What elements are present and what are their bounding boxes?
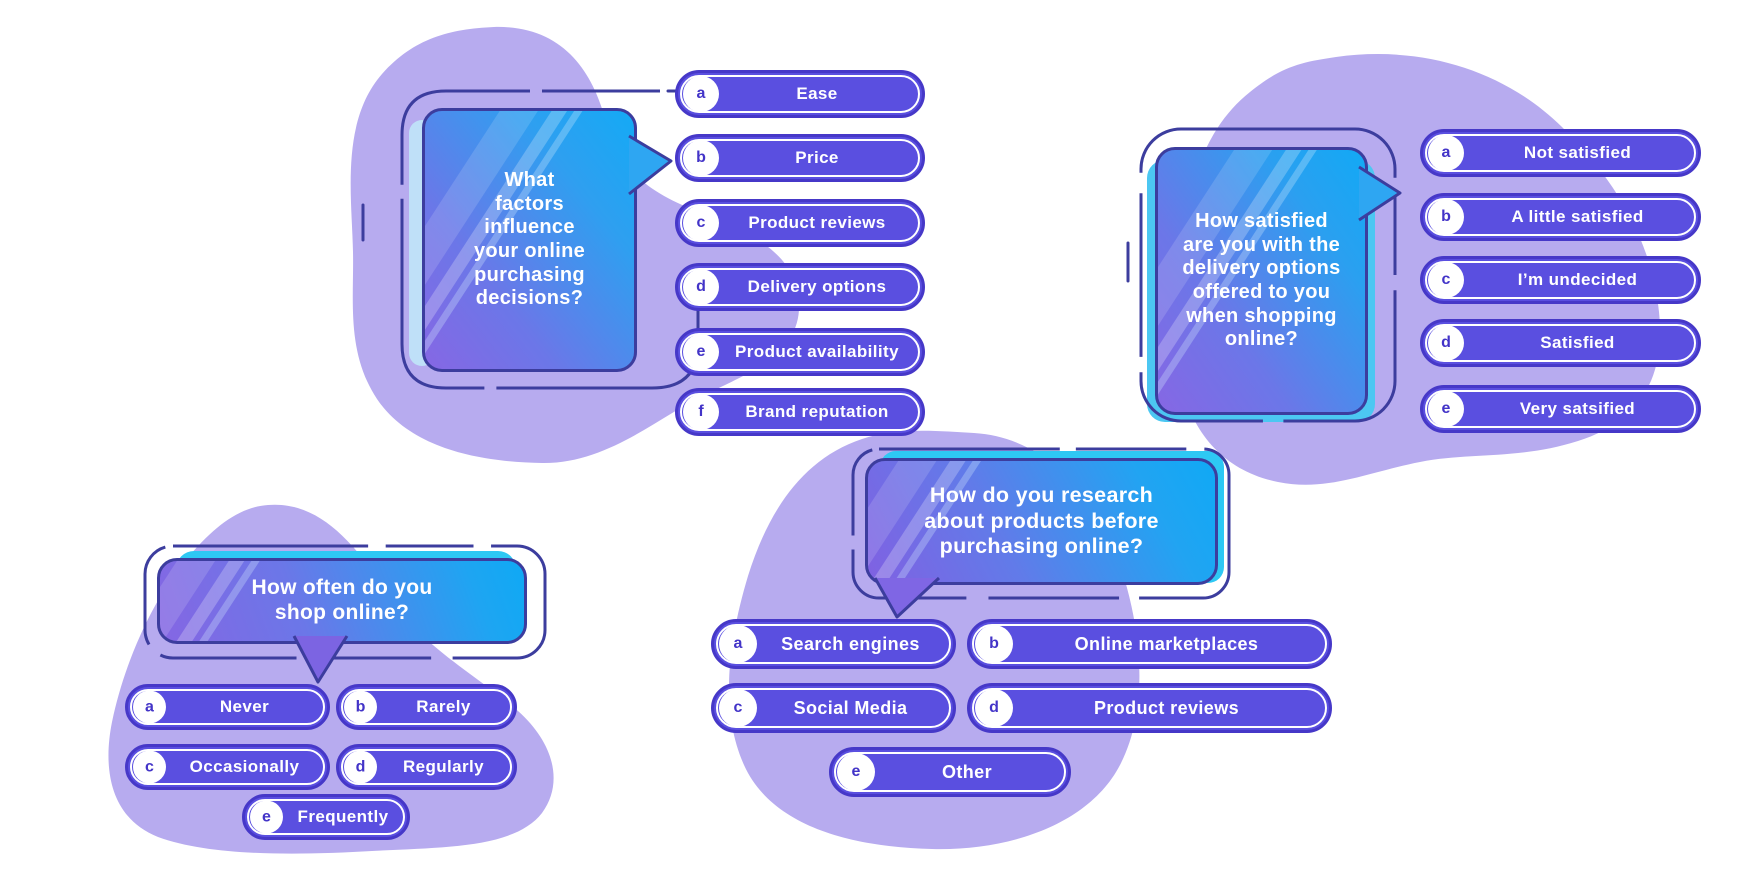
- answer-pill[interactable]: d Product reviews: [967, 683, 1332, 733]
- option-letter-badge: a: [1428, 135, 1464, 171]
- answer-pill[interactable]: b Rarely: [336, 684, 517, 730]
- option-letter-badge: b: [683, 140, 719, 176]
- option-letter-badge: c: [683, 205, 719, 241]
- question-bubble: How do you research about products befor…: [865, 458, 1218, 585]
- option-label: Very satsified: [1519, 399, 1636, 418]
- answer-pill[interactable]: d Satisfied: [1420, 319, 1701, 367]
- option-letter-badge: d: [975, 689, 1013, 727]
- answer-pill[interactable]: e Product availability: [675, 328, 925, 376]
- option-letter-badge: c: [1428, 262, 1464, 298]
- answer-pill[interactable]: d Delivery options: [675, 263, 925, 311]
- option-label: Search engines: [781, 633, 920, 654]
- option-label: Ease: [796, 84, 838, 103]
- answer-pill[interactable]: c Social Media: [711, 683, 956, 733]
- option-label: I’m undecided: [1517, 270, 1638, 289]
- option-label: Never: [219, 697, 270, 716]
- answer-pill[interactable]: a Ease: [675, 70, 925, 118]
- answer-pill[interactable]: c Product reviews: [675, 199, 925, 247]
- option-label: Product reviews: [748, 213, 886, 232]
- question-bubble: What factors influence your online purch…: [422, 108, 637, 372]
- option-label: Other: [941, 761, 992, 782]
- answer-pill[interactable]: f Brand reputation: [675, 388, 925, 436]
- answer-pill[interactable]: b Price: [675, 134, 925, 182]
- answer-pill[interactable]: a Never: [125, 684, 330, 730]
- answer-pill[interactable]: b A little satisfied: [1420, 193, 1701, 241]
- option-letter-badge: e: [837, 753, 875, 791]
- answer-pill[interactable]: e Very satsified: [1420, 385, 1701, 433]
- option-label: Online marketplaces: [1074, 633, 1259, 654]
- question-text: What factors influence your online purch…: [473, 169, 586, 310]
- option-label: Not satisfied: [1523, 143, 1632, 162]
- question-bubble: How often do you shop online?: [157, 558, 527, 644]
- option-letter-badge: c: [719, 689, 757, 727]
- option-label: Satisfied: [1540, 333, 1615, 352]
- option-label: Product reviews: [1093, 697, 1240, 718]
- option-letter-badge: b: [975, 625, 1013, 663]
- frame-outline: [1139, 127, 1397, 423]
- option-letter-badge: d: [683, 269, 719, 305]
- option-letter-badge: d: [1428, 325, 1464, 361]
- option-letter-badge: e: [683, 334, 719, 370]
- option-letter-badge: b: [1428, 199, 1464, 235]
- question-text: How do you research about products befor…: [924, 483, 1159, 559]
- answer-pill[interactable]: a Search engines: [711, 619, 956, 669]
- answer-pill[interactable]: b Online marketplaces: [967, 619, 1332, 669]
- option-letter-badge: e: [250, 800, 283, 834]
- option-label: A little satisfied: [1511, 207, 1644, 226]
- option-letter-badge: b: [344, 690, 377, 724]
- option-label: Delivery options: [747, 277, 887, 296]
- option-letter-badge: c: [133, 750, 166, 784]
- question-text: How often do you shop online?: [251, 576, 433, 624]
- answer-pill[interactable]: e Frequently: [242, 794, 410, 840]
- answer-pill[interactable]: c Occasionally: [125, 744, 330, 790]
- answer-pill[interactable]: a Not satisfied: [1420, 129, 1701, 177]
- option-label: Product availability: [735, 342, 899, 361]
- option-letter-badge: e: [1428, 391, 1464, 427]
- option-label: Price: [795, 148, 839, 167]
- option-label: Occasionally: [189, 757, 300, 776]
- option-label: Frequently: [297, 807, 389, 826]
- option-letter-badge: a: [133, 690, 166, 724]
- option-letter-badge: f: [683, 394, 719, 430]
- option-letter-badge: d: [344, 750, 377, 784]
- question-text: How satisfied are you with the delivery …: [1182, 210, 1341, 351]
- option-label: Social Media: [793, 697, 908, 718]
- answer-pill[interactable]: e Other: [829, 747, 1071, 797]
- option-label: Brand reputation: [745, 402, 889, 421]
- question-bubble: How satisfied are you with the delivery …: [1155, 147, 1368, 415]
- answer-pill[interactable]: c I’m undecided: [1420, 256, 1701, 304]
- option-label: Regularly: [402, 757, 485, 776]
- frame-outline: [851, 447, 1231, 600]
- option-letter-badge: a: [719, 625, 757, 663]
- option-letter-badge: a: [683, 76, 719, 112]
- answer-pill[interactable]: d Regularly: [336, 744, 517, 790]
- option-label: Rarely: [416, 697, 471, 716]
